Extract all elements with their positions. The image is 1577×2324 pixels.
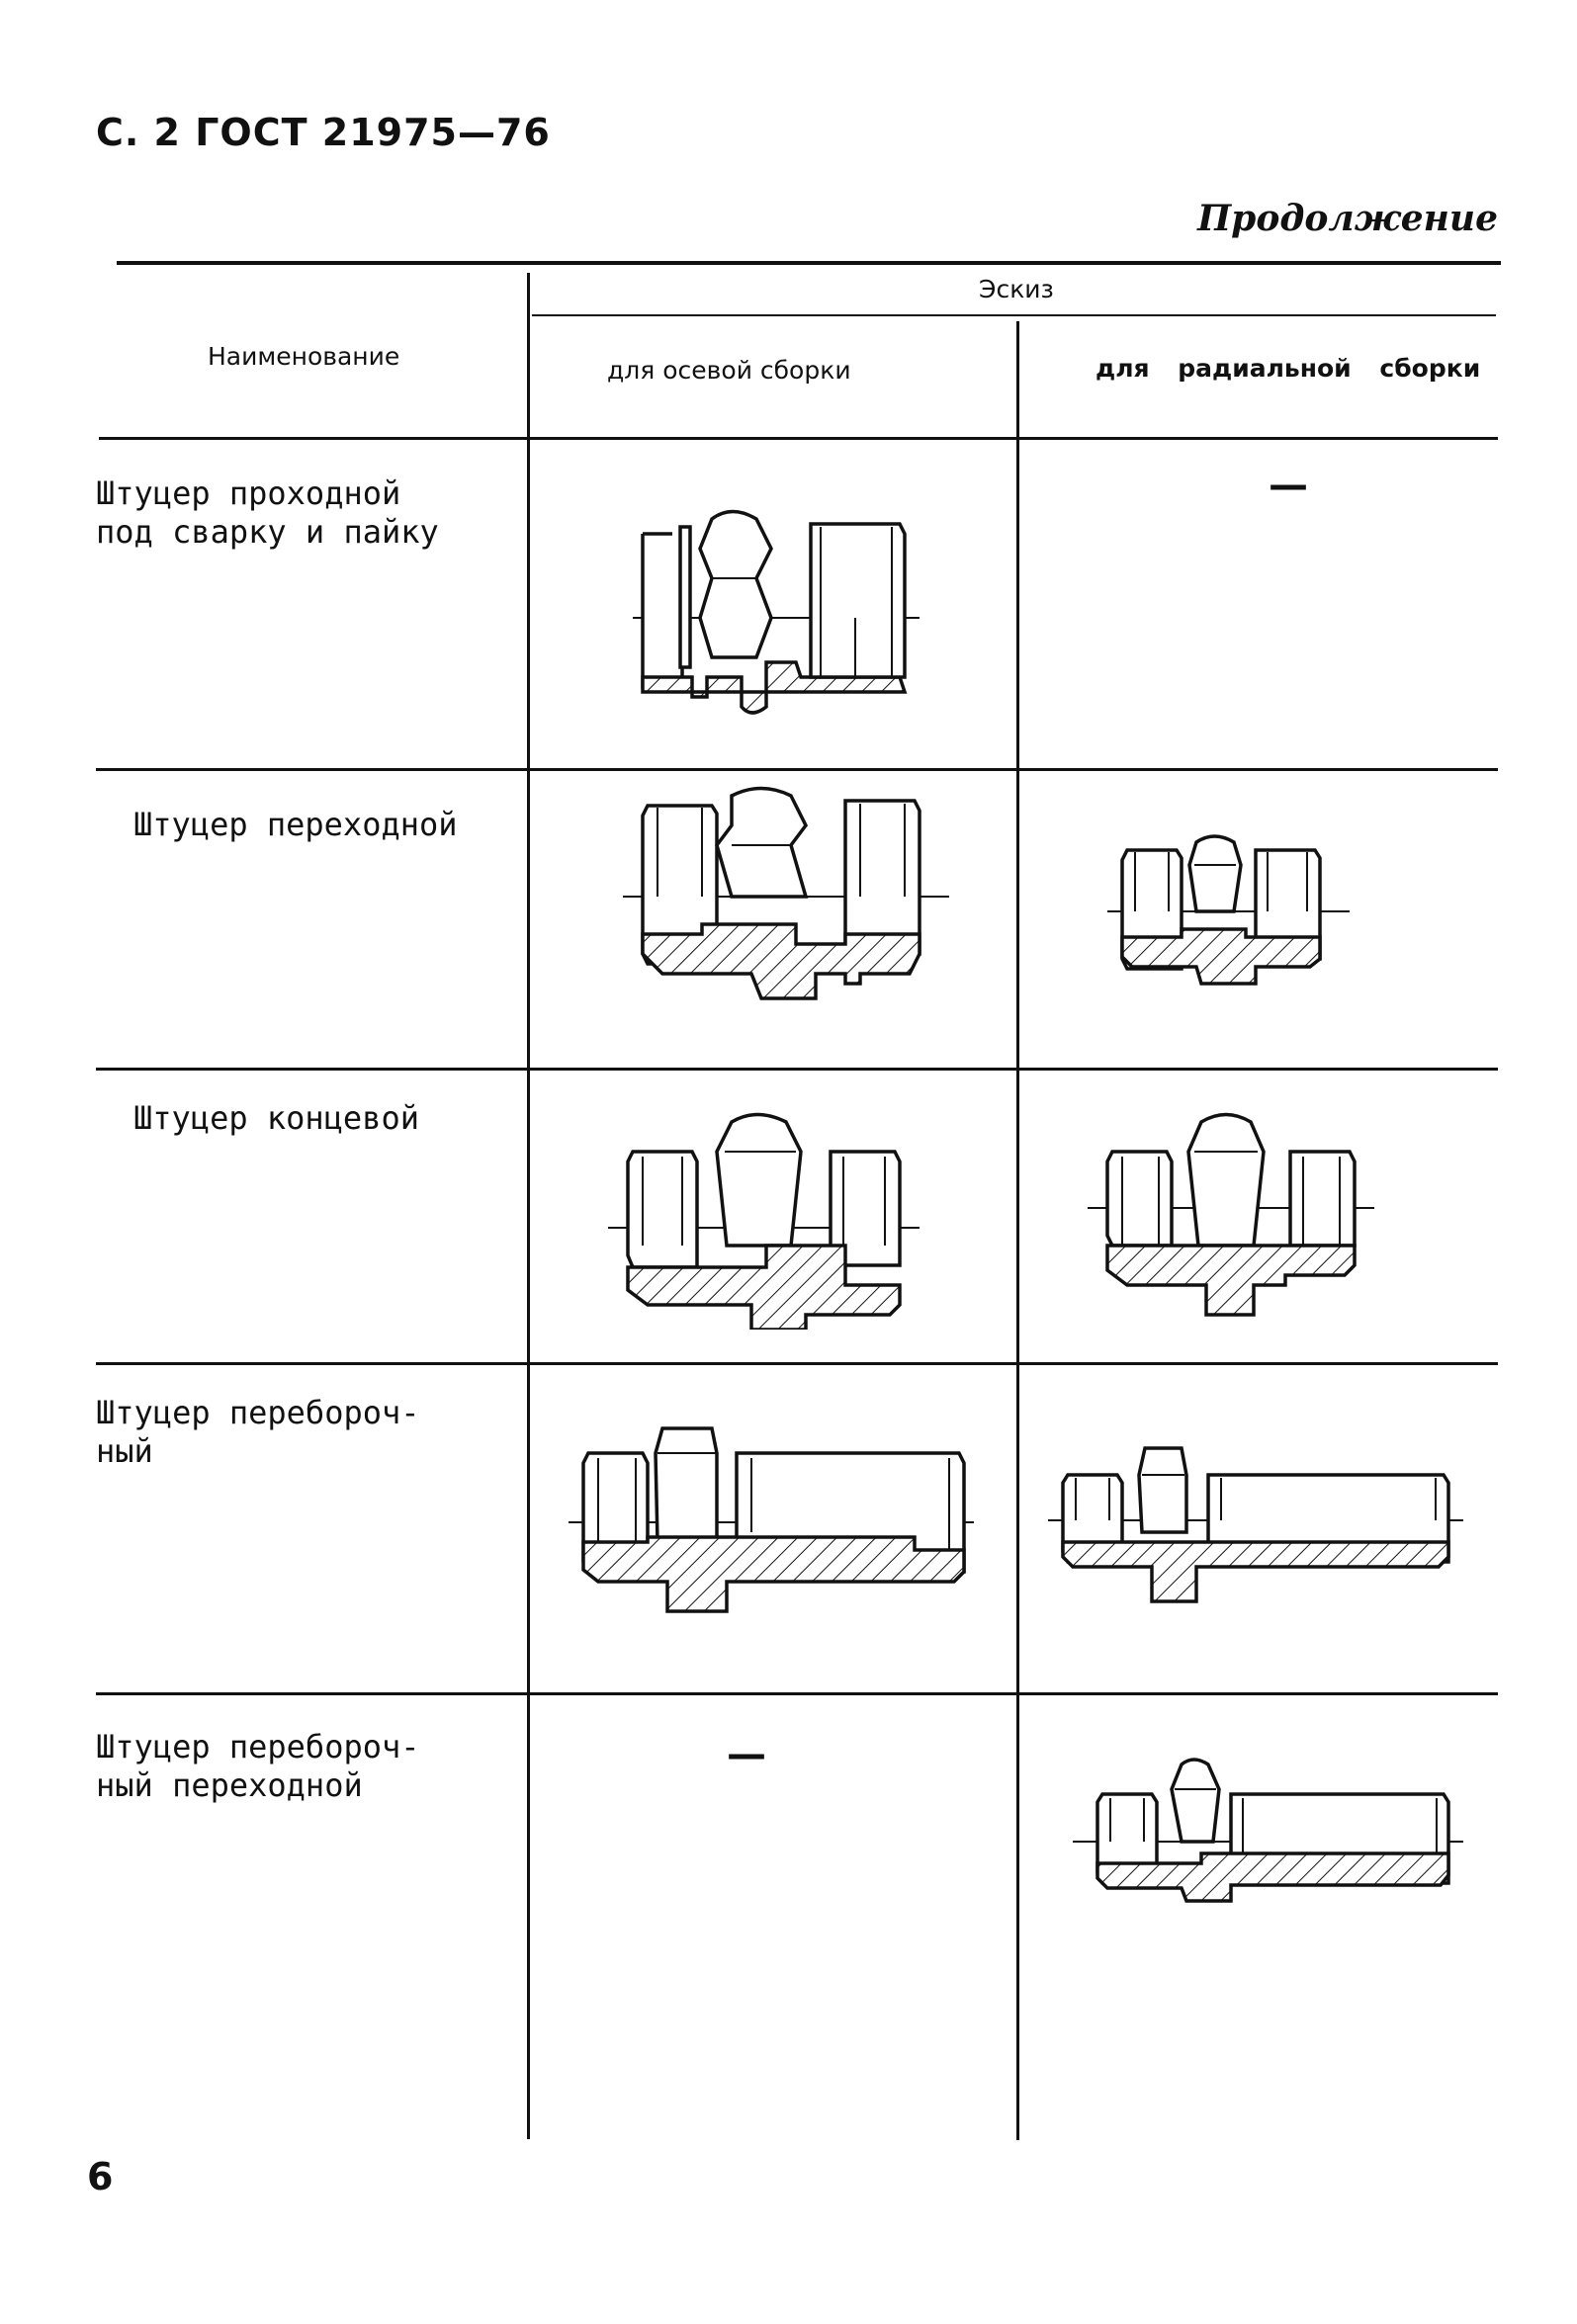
section-hatch	[626, 1244, 902, 1330]
page-number: 6	[87, 2155, 114, 2198]
section-hatch	[581, 1535, 966, 1613]
row-name-5: Штуцер переборoч- ный переходной	[96, 1728, 420, 1804]
column-divider-2	[1016, 321, 1019, 2140]
column-divider-1	[527, 273, 530, 2139]
col-name-header: Наименование	[208, 342, 400, 371]
sketch-subheader-rule	[532, 314, 1496, 316]
sketch-radial-3	[1088, 1112, 1374, 1317]
row-name-1: Штуцер проходной под сварку и пайку	[96, 474, 439, 551]
sketch-axial-3	[608, 1112, 920, 1330]
row-separator	[96, 768, 1498, 771]
row-separator	[96, 1068, 1498, 1071]
sketch-radial-2	[1107, 834, 1350, 986]
section-hatch	[1095, 1851, 1450, 1903]
sub-header-radial: для радиальной сборки	[1095, 354, 1481, 383]
continuation-label: Продолжение	[1197, 198, 1498, 239]
row-name-3: Штуцер концевой	[133, 1099, 419, 1137]
row-name-2: Штуцер переходной	[133, 806, 458, 843]
section-hatch	[1120, 927, 1322, 986]
row-separator	[96, 1362, 1498, 1365]
sketch-axial-4	[569, 1426, 974, 1613]
table-top-rule	[117, 261, 1501, 265]
empty-cell-dash: —	[1269, 463, 1308, 508]
sub-header-axial: для осевой сборки	[607, 356, 851, 385]
row-separator	[96, 1692, 1498, 1695]
sketch-radial-4	[1048, 1446, 1463, 1603]
section-hatch	[1061, 1540, 1450, 1603]
sketch-axial-1	[633, 509, 920, 715]
sketch-axial-2	[623, 786, 949, 1000]
header-bottom-rule	[99, 437, 1498, 440]
section-hatch	[641, 922, 921, 1000]
sketch-radial-5	[1073, 1758, 1463, 1903]
col-sketch-header: Эскиз	[979, 275, 1054, 303]
row-name-4: Штуцер переборoч- ный	[96, 1394, 420, 1470]
page-header: С. 2 ГОСТ 21975—76	[96, 111, 551, 154]
empty-cell-dash: —	[727, 1732, 766, 1777]
section-hatch	[1105, 1244, 1357, 1317]
